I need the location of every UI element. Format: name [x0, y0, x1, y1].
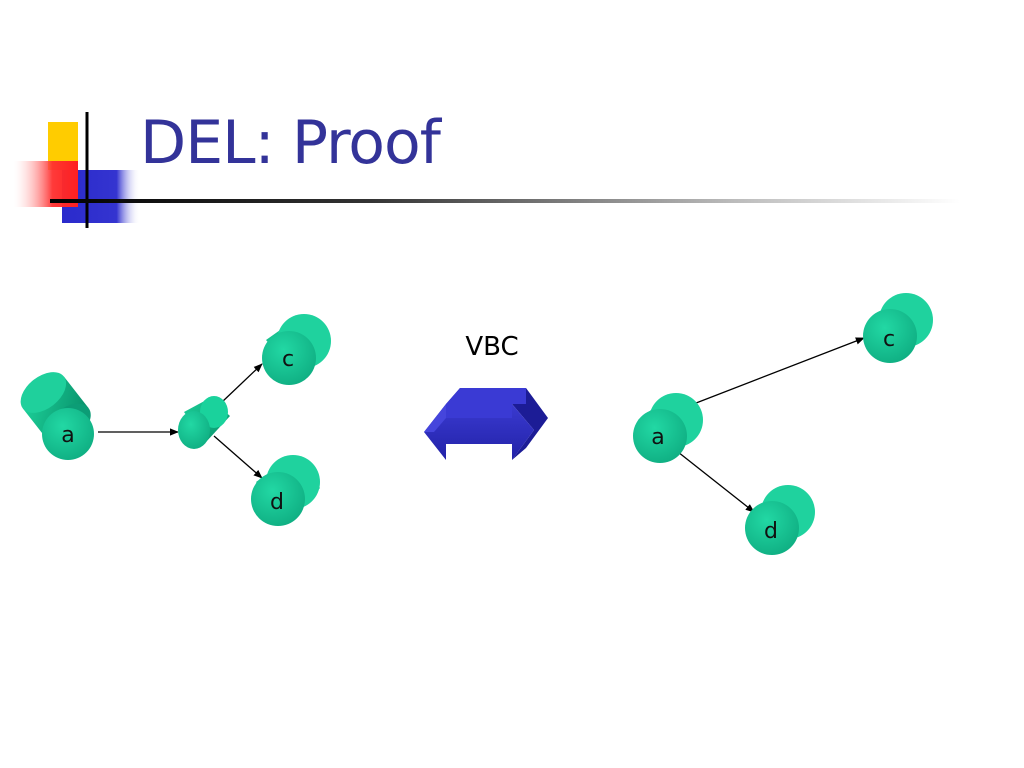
- left-node-a: a: [20, 372, 94, 460]
- left-node-d: d: [251, 455, 320, 526]
- right-node-c-label: c: [883, 327, 895, 352]
- slide-title: DEL: Proof: [140, 108, 441, 178]
- left-node-a-label: a: [61, 423, 74, 448]
- right-node-c: c: [863, 293, 933, 363]
- vbc-label: VBC: [465, 332, 518, 362]
- double-arrow-icon: [424, 388, 548, 460]
- right-edge-a-c: [677, 337, 865, 411]
- left-node-c-label: c: [282, 347, 294, 372]
- right-node-a-label: a: [651, 425, 664, 450]
- left-node-c: c: [262, 314, 331, 385]
- left-node-d-label: d: [270, 490, 284, 515]
- left-edge-mid-d: [213, 435, 263, 479]
- right-edge-a-d: [677, 451, 755, 513]
- right-node-d-label: d: [764, 519, 778, 544]
- left-node-intermediate: [178, 396, 230, 449]
- left-edge-mid-c: [221, 363, 263, 403]
- right-node-d: d: [745, 485, 815, 555]
- title-underline: [50, 199, 960, 203]
- right-node-a: a: [633, 393, 703, 463]
